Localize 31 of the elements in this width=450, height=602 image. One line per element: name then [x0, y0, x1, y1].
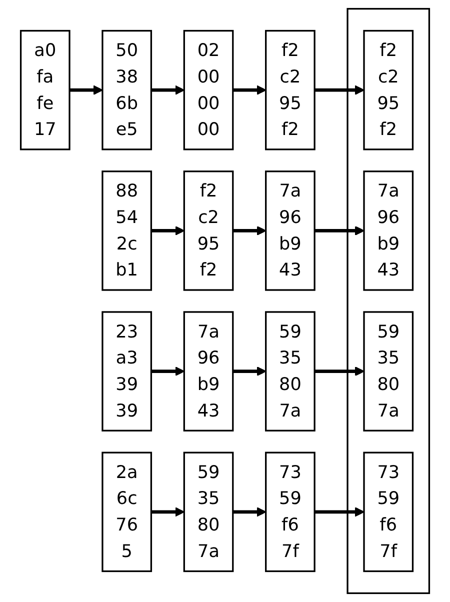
cluster	[346, 8, 430, 594]
node-box: f2 c2 95 f2	[363, 30, 414, 150]
arrow	[314, 85, 364, 95]
node-box: 2a 6c 76 5	[102, 452, 152, 572]
arrow	[232, 507, 266, 517]
arrow	[151, 366, 185, 376]
arrow	[314, 366, 364, 376]
arrow	[232, 366, 266, 376]
arrow	[151, 85, 185, 95]
arrow	[151, 226, 185, 236]
node-box: 59 35 80 7a	[183, 452, 234, 572]
node-box: 23 a3 39 39	[102, 311, 152, 432]
node-box: 7a 96 b9 43	[265, 170, 316, 291]
node-box: 73 59 f6 7f	[363, 452, 414, 572]
arrow	[314, 507, 364, 517]
node-box: 7a 96 b9 43	[363, 170, 414, 291]
node-box: a0 fa fe 17	[20, 30, 70, 150]
node-box: f2 c2 95 f2	[265, 30, 316, 150]
arrow	[314, 226, 364, 236]
arrow	[151, 507, 185, 517]
node-box: 88 54 2c b1	[102, 170, 152, 291]
node-box: 59 35 80 7a	[363, 311, 414, 432]
node-box: 7a 96 b9 43	[183, 311, 234, 432]
node-box: 02 00 00 00	[183, 30, 234, 150]
node-box: f2 c2 95 f2	[183, 170, 234, 291]
arrow	[70, 85, 103, 95]
arrow	[232, 85, 266, 95]
node-box: 59 35 80 7a	[265, 311, 316, 432]
node-box: 73 59 f6 7f	[265, 452, 316, 572]
arrow	[232, 226, 266, 236]
node-box: 50 38 6b e5	[102, 30, 152, 150]
